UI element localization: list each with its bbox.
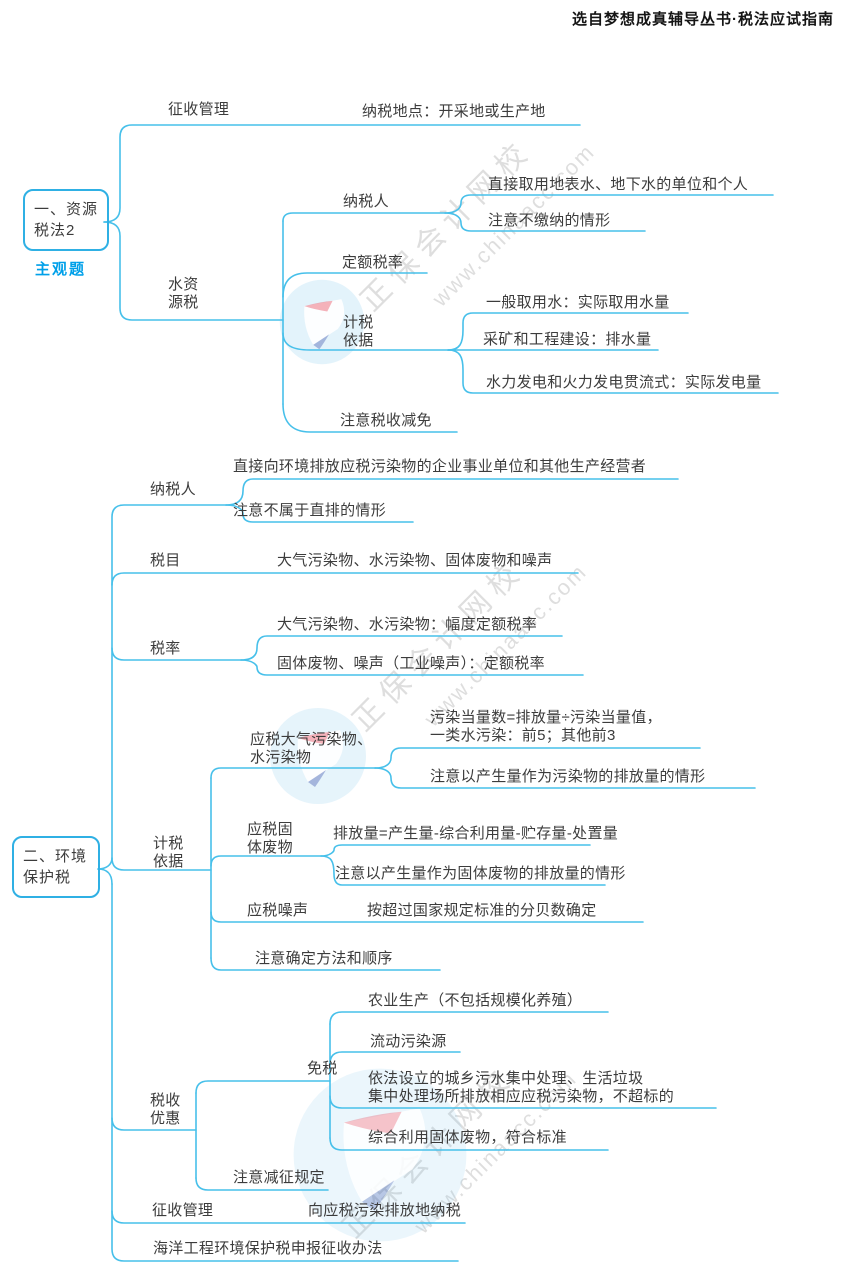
node-s2-noise-detail: 按超过国家规定标准的分贝数确定 [367,902,597,919]
node-s1-taxpayer: 纳税人 [343,193,389,210]
root-node-resource-tax: 一、资源 税法2 [23,189,109,251]
node-s1-taxpayer-note: 注意不缴纳的情形 [488,212,611,229]
node-s2-rate-air-water: 大气污染物、水污染物：幅度定额税率 [277,616,538,633]
node-s2-taxpayer-note: 注意不属于直排的情形 [233,502,387,519]
tag-subjective: 主观题 [35,261,87,278]
node-s2-rate-solid-noise: 固体废物、噪声（工业噪声）：定额税率 [277,655,545,672]
node-s2-tax-preference: 税收 优惠 [150,1092,181,1127]
node-s2-levy-place: 向应税污染排放地纳税 [308,1202,462,1219]
node-s2-tax-items-detail: 大气污染物、水污染物、固体废物和噪声 [277,552,553,569]
node-s1-basis-general-water: 一般取用水：实际取用水量 [486,294,670,311]
node-s1-tax-basis: 计税 依据 [343,314,374,349]
node-s1-flat-rate: 定额税率 [342,254,404,271]
node-s2-solid-note: 注意以产生量作为固体废物的排放量的情形 [335,865,626,882]
node-s2-exemption: 免税 [307,1060,338,1077]
node-s2-levy-management: 征收管理 [152,1202,214,1219]
node-s2-basis-noise: 应税噪声 [247,902,309,919]
node-s2-solid-formula: 排放量=产生量-综合利用量-贮存量-处置量 [333,825,619,842]
node-s2-basis-air-water: 应税大气污染物、 水污染物 [250,731,373,766]
node-s1-levy-management: 征收管理 [168,101,230,118]
node-s2-reduction-note: 注意减征规定 [233,1169,325,1186]
node-s2-tax-basis: 计税 依据 [153,835,184,870]
node-s2-air-formula: 污染当量数=排放量÷污染当量值， 一类水污染：前5；其他前3 [430,709,662,744]
page-header-note: 选自梦想成真辅导丛书·税法应试指南 [572,11,834,28]
node-s2-order-note: 注意确定方法和顺序 [255,950,393,967]
root-node-environment-tax: 二、环境 保护税 [12,836,100,898]
node-s2-taxpayer: 纳税人 [150,481,196,498]
node-s2-taxpayer-scope: 直接向环境排放应税污染物的企业事业单位和其他生产经营者 [233,458,647,475]
node-s1-taxpayer-scope: 直接取用地表水、地下水的单位和个人 [488,176,749,193]
node-s2-exempt-mobile: 流动污染源 [370,1033,447,1050]
node-s1-tax-place: 纳税地点：开采地或生产地 [362,103,546,120]
node-s2-exempt-agriculture: 农业生产（不包括规模化养殖） [368,992,583,1009]
node-s1-water-resource-tax: 水资 源税 [168,276,199,311]
node-s1-relief-note: 注意税收减免 [340,412,432,429]
node-s2-tax-items: 税目 [150,552,181,569]
node-s2-basis-solid: 应税固 体废物 [247,821,293,856]
node-s2-exempt-recycle: 综合利用固体废物，符合标准 [368,1129,567,1146]
node-s2-air-note: 注意以产生量作为污染物的排放量的情形 [430,768,706,785]
node-s2-exempt-treatment: 依法设立的城乡污水集中处理、生活垃圾 集中处理场所排放相应应税污染物，不超标的 [368,1070,675,1105]
node-s1-basis-mining: 采矿和工程建设：排水量 [483,331,652,348]
node-s1-basis-power: 水力发电和火力发电贯流式：实际发电量 [486,374,762,391]
node-s2-tax-rate: 税率 [150,640,181,657]
node-s2-marine-measures: 海洋工程环境保护税申报征收办法 [153,1240,383,1257]
